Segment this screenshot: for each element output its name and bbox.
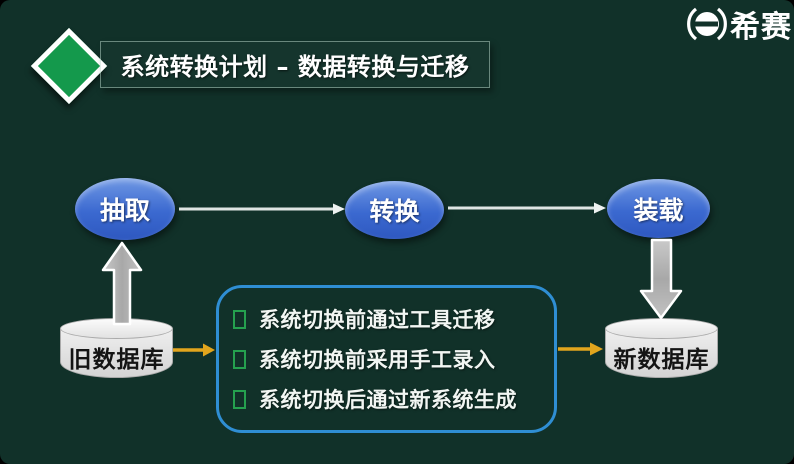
flow-node-extract-label: 抽取 xyxy=(99,196,150,225)
green-square-bullet-icon xyxy=(233,349,246,369)
flow-node-load-label: 装载 xyxy=(633,195,684,225)
arrow-olddb-to-extract-icon xyxy=(101,241,143,326)
note-item-text: 系统切换后通过新系统生成 xyxy=(259,388,517,412)
note-item: 系统切换后通过新系统生成 xyxy=(233,384,554,414)
slide-title: 系统转换计划 – 数据转换与迁移 xyxy=(120,53,470,81)
flow-node-extract: 抽取 xyxy=(75,178,175,240)
diamond-bullet-icon xyxy=(30,27,108,105)
slide-title-banner: 系统转换计划 – 数据转换与迁移 xyxy=(100,41,490,88)
note-item-text: 系统切换前采用手工录入 xyxy=(259,348,496,372)
arrow-olddb-to-notes-icon xyxy=(173,343,215,357)
old-database-cylinder: 旧数据库 xyxy=(60,318,173,378)
old-database-label: 旧数据库 xyxy=(68,347,165,373)
arrow-load-to-newdb-icon xyxy=(639,238,683,320)
flow-node-transform: 转换 xyxy=(345,181,444,239)
note-item: 系统切换前采用手工录入 xyxy=(233,344,554,374)
old-database-top xyxy=(60,318,173,339)
brand-logo: 希赛 xyxy=(686,2,792,46)
flow-node-transform-label: 转换 xyxy=(369,197,420,226)
new-database-cylinder: 新数据库 xyxy=(605,318,718,378)
green-square-bullet-icon xyxy=(233,389,246,409)
arrow-transform-to-load-icon xyxy=(448,202,606,214)
xisai-logo-icon xyxy=(687,7,727,41)
note-item-text: 系统切换前通过工具迁移 xyxy=(259,308,496,332)
note-item: 系统切换前通过工具迁移 xyxy=(233,304,554,334)
new-database-label: 新数据库 xyxy=(613,347,710,373)
flow-node-load: 装载 xyxy=(607,179,710,238)
new-database-top xyxy=(605,318,718,339)
arrow-extract-to-transform-icon xyxy=(179,203,345,215)
brand-logo-text: 希赛 xyxy=(730,10,792,45)
migration-notes-box: 系统切换前通过工具迁移 系统切换前采用手工录入 系统切换后通过新系统生成 xyxy=(216,285,557,433)
arrow-notes-to-newdb-icon xyxy=(558,342,603,356)
green-square-bullet-icon xyxy=(233,309,246,329)
